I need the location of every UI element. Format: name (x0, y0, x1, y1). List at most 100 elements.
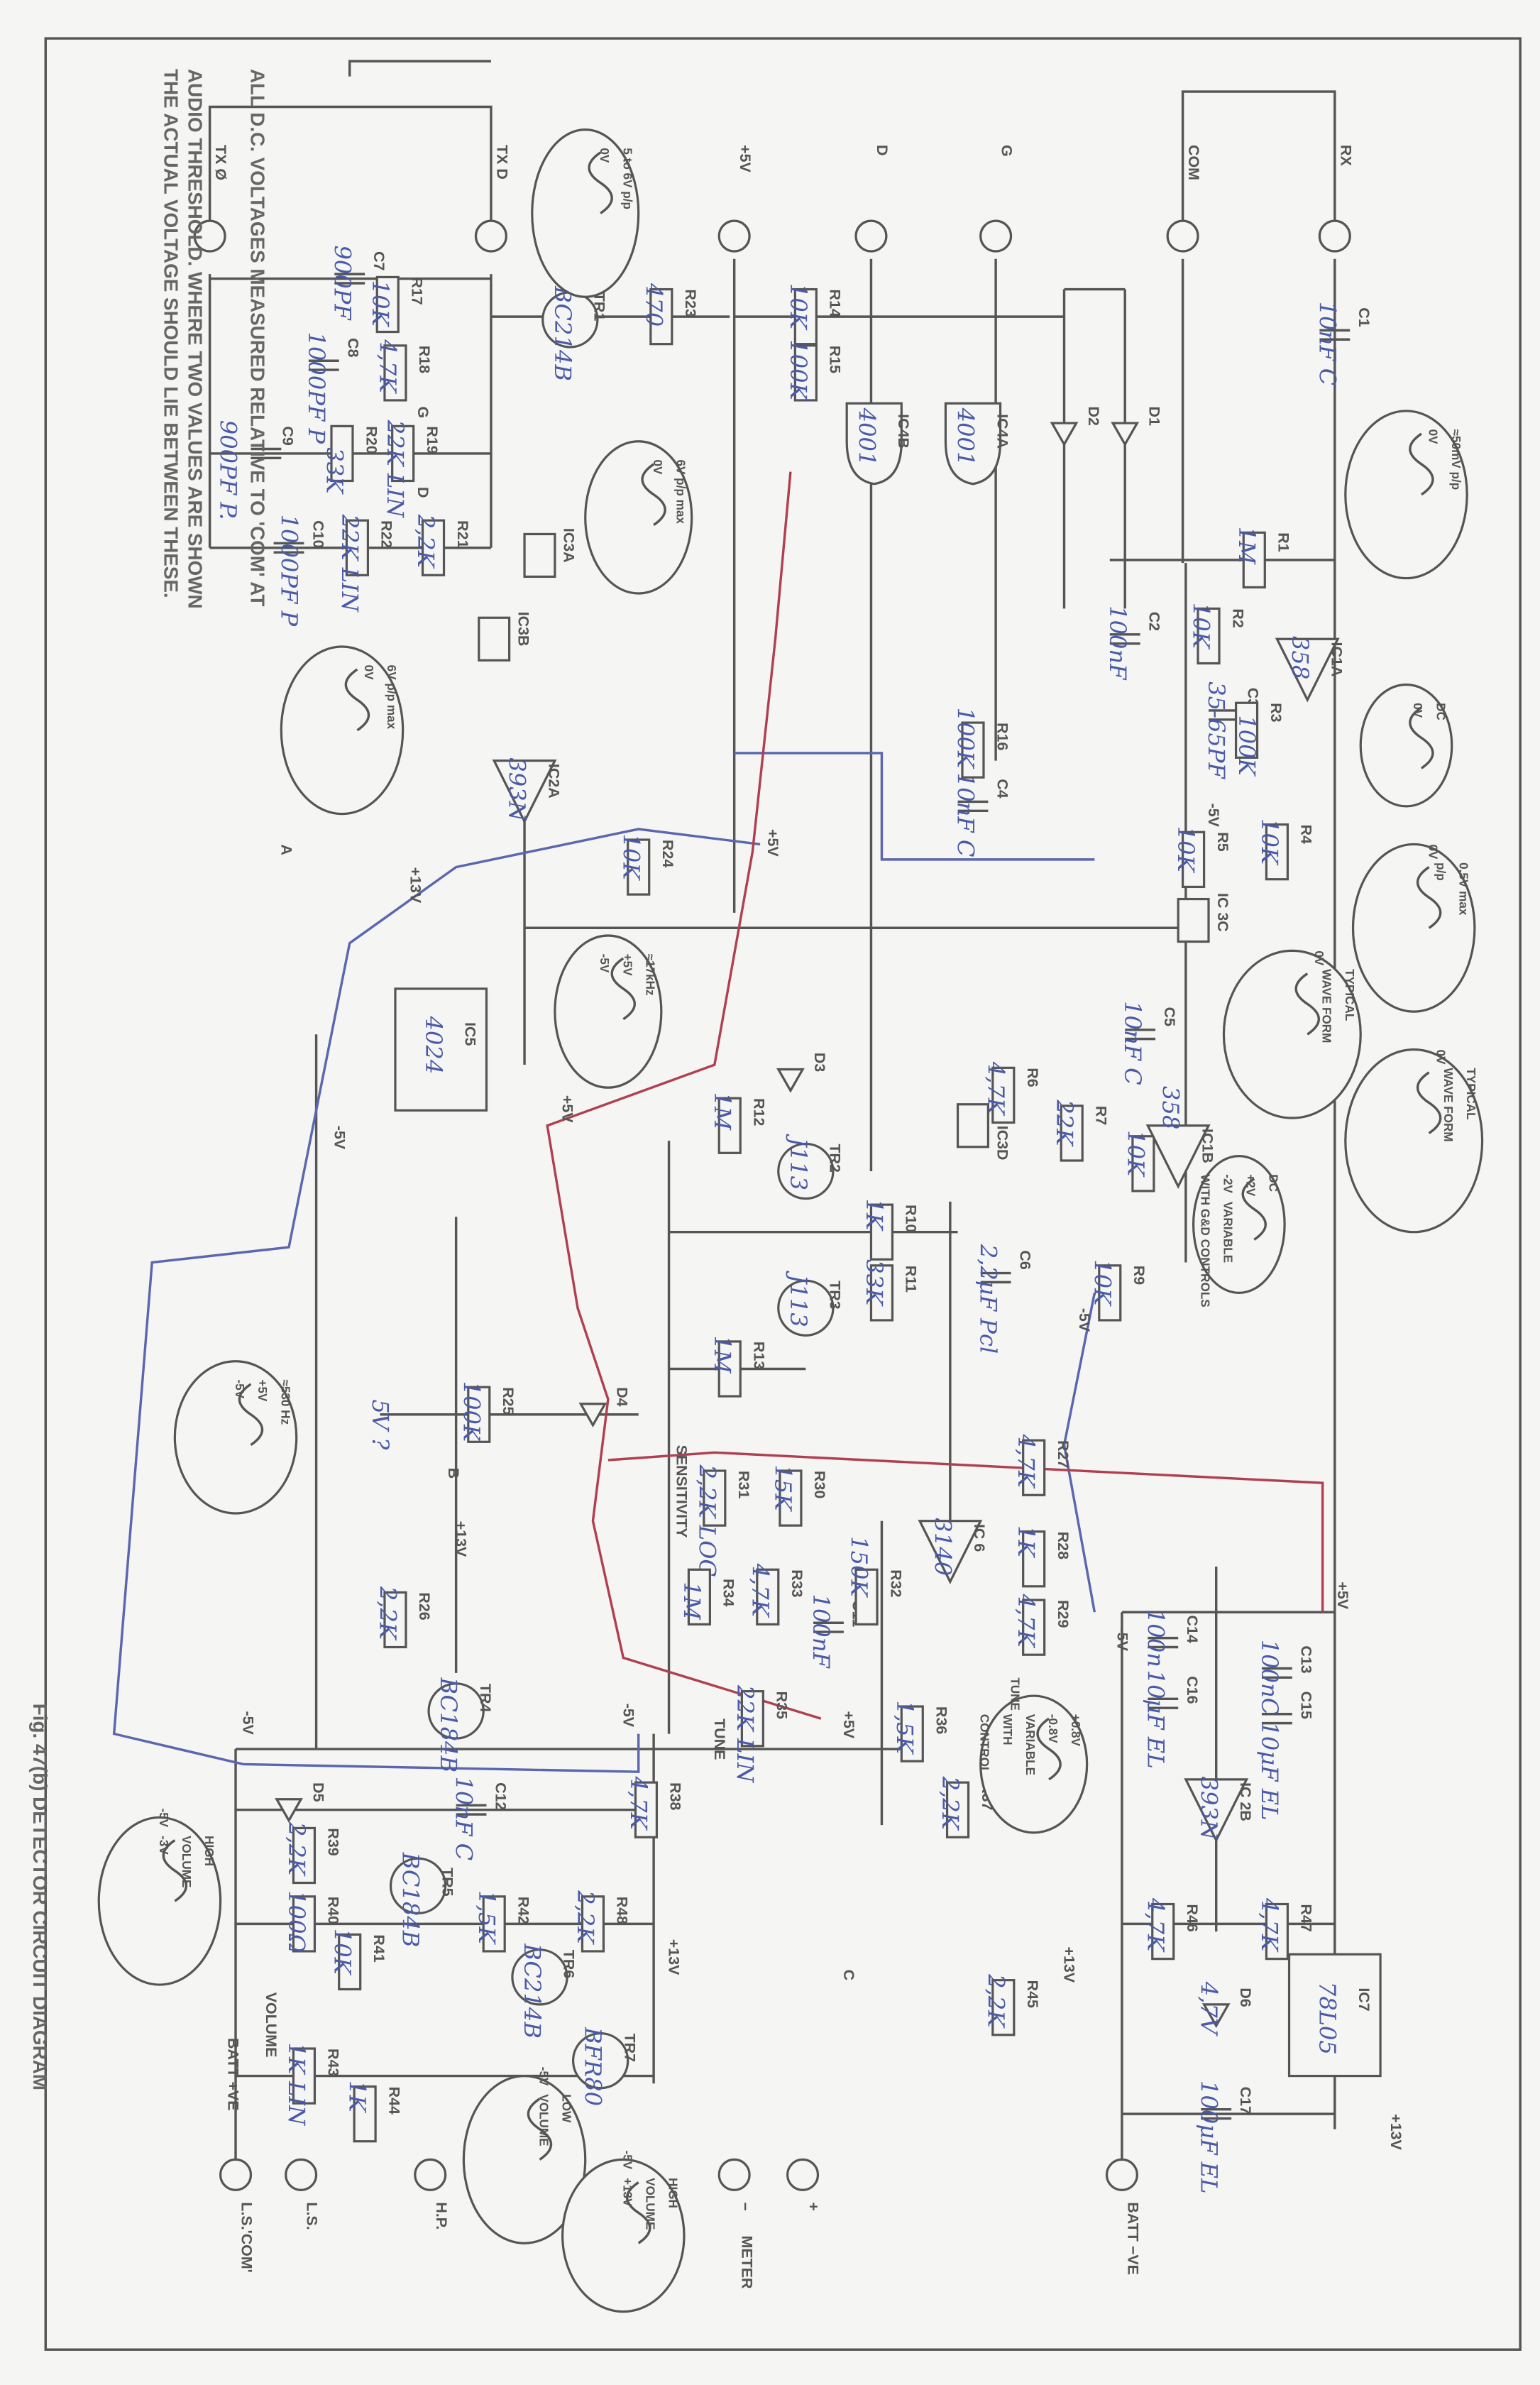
resistor-r9 (1098, 1264, 1122, 1322)
component-ref-ic7: IC7 (1355, 1988, 1373, 2011)
handwritten-value-r27: 4,7K (1013, 1434, 1040, 1489)
supply-label-p13v: +13V (453, 1521, 470, 1557)
component-ref-c1: C1 (1355, 307, 1373, 327)
note-line: ALL D.C. VOLTAGES MEASURED RELATIVE TO '… (246, 69, 268, 606)
component-ref-tr6: TR6 (561, 1950, 578, 1979)
resistor-r5 (1181, 830, 1206, 889)
handwritten-value-r4: 10K (1256, 818, 1283, 866)
handwritten-value-c7: 900PF (329, 245, 356, 321)
handwritten-value-tr5: BC184B (397, 1852, 424, 1948)
component-ref-r16: R16 (994, 723, 1011, 750)
waveform-bubble-typical2 (1344, 1048, 1484, 1234)
handwritten-value-c15: 10μF EL (1256, 1721, 1283, 1820)
component-ref-c16: C16 (1184, 1676, 1201, 1704)
waveform-label: HIGH (202, 1836, 216, 1866)
resistor-r26 (383, 1591, 407, 1649)
batt-pos-label: BATT +VE (224, 2038, 241, 2110)
handwritten-value-c11: 100nF (808, 1594, 835, 1670)
handwritten-value-r3: 100K (1233, 715, 1260, 777)
nor-gate-ic4a (944, 402, 1002, 486)
component-ref-r19: R19 (424, 426, 441, 454)
component-ref-r33: R33 (788, 1569, 805, 1597)
component-ref-r10: R10 (903, 1205, 920, 1232)
terminal-rx (1318, 219, 1351, 253)
resistor-r1 (1242, 531, 1266, 589)
component-ref-r22: R22 (378, 520, 395, 548)
resistor-r18 (383, 344, 407, 402)
component-ref-r34: R34 (720, 1579, 737, 1606)
handwritten-value-r30: 15K (769, 1464, 796, 1512)
terminal-label: + (805, 2202, 823, 2211)
component-ref-tr7: TR7 (621, 2034, 638, 2062)
resistor-r21 (421, 519, 446, 576)
handwritten-value-r17: 10K (367, 280, 394, 328)
opamp-ic6 (918, 1520, 983, 1584)
waveform-label: 5 to 6V p/p (620, 148, 634, 209)
waveform-label: TUNE (1008, 1677, 1023, 1711)
component-ref-c5: C5 (1161, 1007, 1178, 1026)
waveform-trace-icon (1409, 706, 1434, 769)
component-ref-r7: R7 (1092, 1106, 1109, 1125)
waveform-label: ≈17kHz (643, 954, 657, 996)
component-ref-ic2b: IC 2B (1237, 1782, 1254, 1821)
resistor-r33 (756, 1568, 780, 1625)
terminal-meter-plus (786, 2158, 820, 2191)
supply-label-p5v: +5V (764, 829, 781, 857)
waveform-label: -5V (620, 2151, 634, 2170)
handwritten-value-r29: 4,7K (1013, 1594, 1040, 1649)
component-ref-ic2a: IC2A (545, 764, 562, 799)
resistor-r46 (1151, 1902, 1175, 1961)
resistor-r20 (330, 424, 354, 483)
switch-label-d: D (414, 487, 431, 498)
resistor-r13 (717, 1340, 742, 1398)
waveform-trace-icon (344, 668, 370, 732)
handwritten-value-r40: 100Ω (283, 1890, 310, 1953)
handwritten-value-r35: 22K LIN (732, 1684, 759, 1784)
component-ref-c2: C2 (1145, 612, 1162, 631)
resistor-r25 (467, 1386, 491, 1443)
waveform-bubble-ic3a (584, 440, 693, 595)
component-ref-r24: R24 (659, 840, 676, 867)
terminal-label: L.S.'COM' (238, 2202, 255, 2272)
resistor-r40 (292, 1895, 317, 1953)
component-ref-r14: R14 (827, 290, 844, 317)
waveform-bubble-ic1a-dc (1359, 683, 1453, 808)
handwritten-value-ic4b: 4001 (853, 407, 880, 466)
terminal-label: G (999, 145, 1016, 157)
terminal-label: RX (1337, 145, 1354, 166)
switch-label-b: B (445, 1468, 462, 1479)
handwritten-value-r23: 470 (640, 283, 667, 327)
waveform-trace-icon (1409, 432, 1434, 496)
component-ref-r25: R25 (500, 1387, 517, 1415)
waveform-trace-icon (588, 151, 613, 214)
opamp-ic2a (492, 760, 557, 824)
component-ref-r21: R21 (454, 520, 471, 548)
margin-note: 5V ? (367, 1399, 394, 1450)
waveform-bubble-rx (1344, 410, 1468, 580)
handwritten-value-r9: 10K (1089, 1259, 1116, 1307)
terminal-tx-d (474, 219, 507, 253)
switch-label-c: C (840, 1970, 857, 1980)
handwritten-value-c9: 900PF P. (215, 420, 242, 520)
terminal-batt-neg (1105, 2158, 1138, 2191)
waveform-label: DC (1267, 1174, 1281, 1192)
handwritten-value-ic2a: 393N (504, 757, 531, 822)
component-ref-r20: R20 (363, 426, 380, 454)
diode-d5 (275, 1798, 303, 1823)
component-ref-c17: C17 (1237, 2087, 1254, 2115)
supply-label-p5v: +5V (1334, 1581, 1351, 1609)
waveform-bubble-ic6 (979, 1694, 1089, 1834)
component-ref-c4: C4 (994, 779, 1011, 798)
waveform-label: -3V (157, 1836, 171, 1855)
transistor-tr7 (571, 2032, 629, 2090)
component-ref-c13: C13 (1298, 1645, 1315, 1673)
terminal-plus5v (717, 219, 751, 253)
transistor-tr3 (777, 1279, 835, 1337)
analog-switch-ic3d (956, 1103, 990, 1148)
component-ref-tr5: TR5 (439, 1868, 456, 1897)
terminal-label: +5V (737, 145, 754, 172)
component-ref-r23: R23 (682, 290, 699, 317)
opamp-ic1b (1145, 1124, 1211, 1190)
handwritten-value-r41: 10K (329, 1929, 356, 1976)
